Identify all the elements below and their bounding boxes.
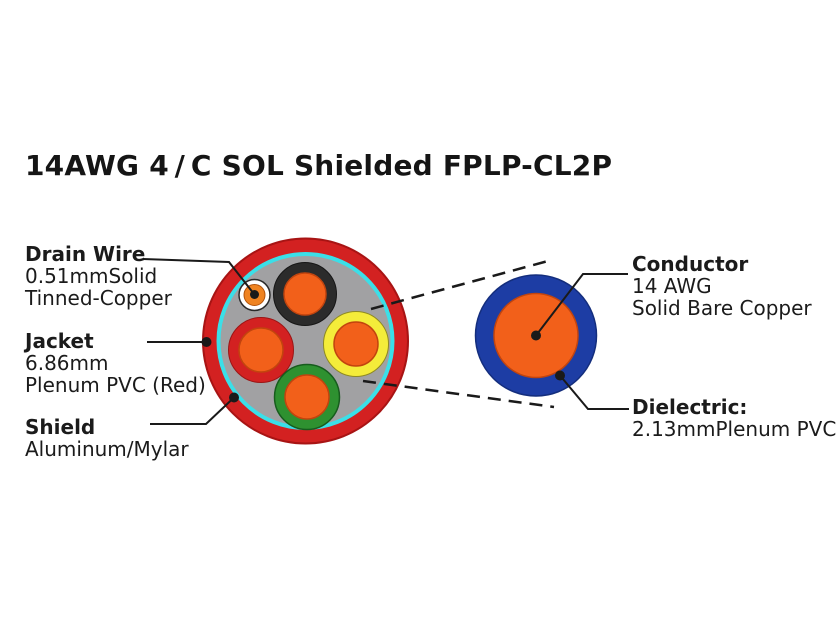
drain-wire-leader-dot — [250, 290, 259, 299]
shield-leader-line — [150, 396, 235, 425]
conductor-black — [273, 262, 337, 326]
jacket-size: 6.86mm — [25, 351, 109, 375]
conductor-label-block: Conductor 14 AWG Solid Bare Copper — [632, 253, 812, 319]
magnification-cone — [362, 259, 555, 409]
conductor-black-core — [283, 272, 327, 316]
drain-wire-leader-line — [142, 258, 255, 295]
conductor-red — [228, 317, 294, 383]
jacket-heading: Jacket — [25, 329, 94, 353]
shield-leader-dot — [229, 392, 239, 403]
drain-wire-heading: Drain Wire — [25, 242, 146, 266]
dielectric-heading: Dielectric: — [632, 395, 748, 419]
conductor-leader-dot — [531, 330, 541, 341]
conductor-material: Solid Bare Copper — [632, 296, 812, 320]
leader-dots — [201, 290, 565, 403]
magnify-dashed-line-bottom — [362, 379, 555, 409]
conductor-heading: Conductor — [632, 252, 749, 276]
jacket-material: Plenum PVC (Red) — [25, 373, 206, 397]
drain-wire-size: 0.51mmSolid — [25, 264, 158, 288]
cable-cross-section — [202, 237, 409, 445]
conductor-green — [273, 363, 341, 431]
shield-label-block: Shield Aluminum/Mylar — [25, 416, 189, 460]
shield-heading: Shield — [25, 415, 96, 439]
dielectric-size: 2.13mmPlenum PVC — [632, 417, 837, 441]
leader-lines — [142, 258, 629, 425]
conductor-size: 14 AWG — [632, 274, 712, 298]
conductor-red-core — [238, 327, 284, 373]
conductor-green-core — [284, 374, 330, 420]
conductor-yellow — [323, 311, 389, 377]
dielectric-leader-dot — [555, 370, 565, 381]
dielectric-label-block: Dielectric: 2.13mmPlenum PVC — [632, 396, 836, 440]
drain-wire-label-block: Drain Wire 0.51mmSolid Tinned-Copper — [25, 243, 172, 309]
conductor-leader-line — [535, 273, 628, 337]
dielectric-leader-line — [559, 374, 629, 410]
jacket-label-block: Jacket 6.86mm Plenum PVC (Red) — [25, 330, 206, 396]
conductor-yellow-core — [333, 321, 379, 367]
shield-material: Aluminum/Mylar — [25, 437, 189, 461]
drain-wire-material: Tinned-Copper — [25, 286, 172, 310]
page-title: 14AWG 4 / C SOL Shielded FPLP-CL2P — [25, 149, 613, 182]
magnify-dashed-line-top — [370, 259, 549, 311]
jacket-leader-dot — [201, 337, 212, 347]
